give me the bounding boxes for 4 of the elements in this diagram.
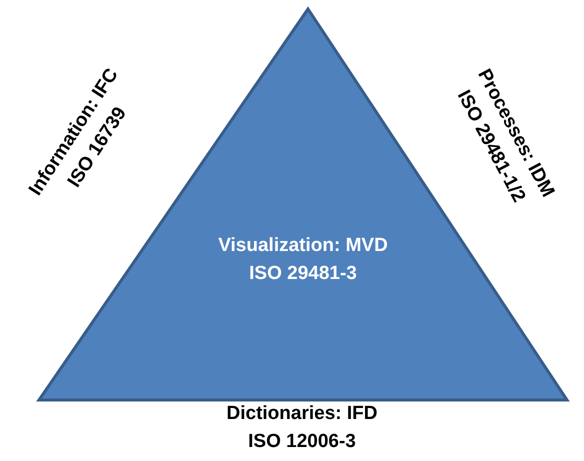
base-label: ISO 12006-3 (248, 430, 356, 454)
triangle-label: Visualization: MVD (218, 234, 388, 258)
base-label: Dictionaries: IFD (226, 402, 378, 426)
triangle-label: ISO 29481-3 (249, 262, 357, 286)
